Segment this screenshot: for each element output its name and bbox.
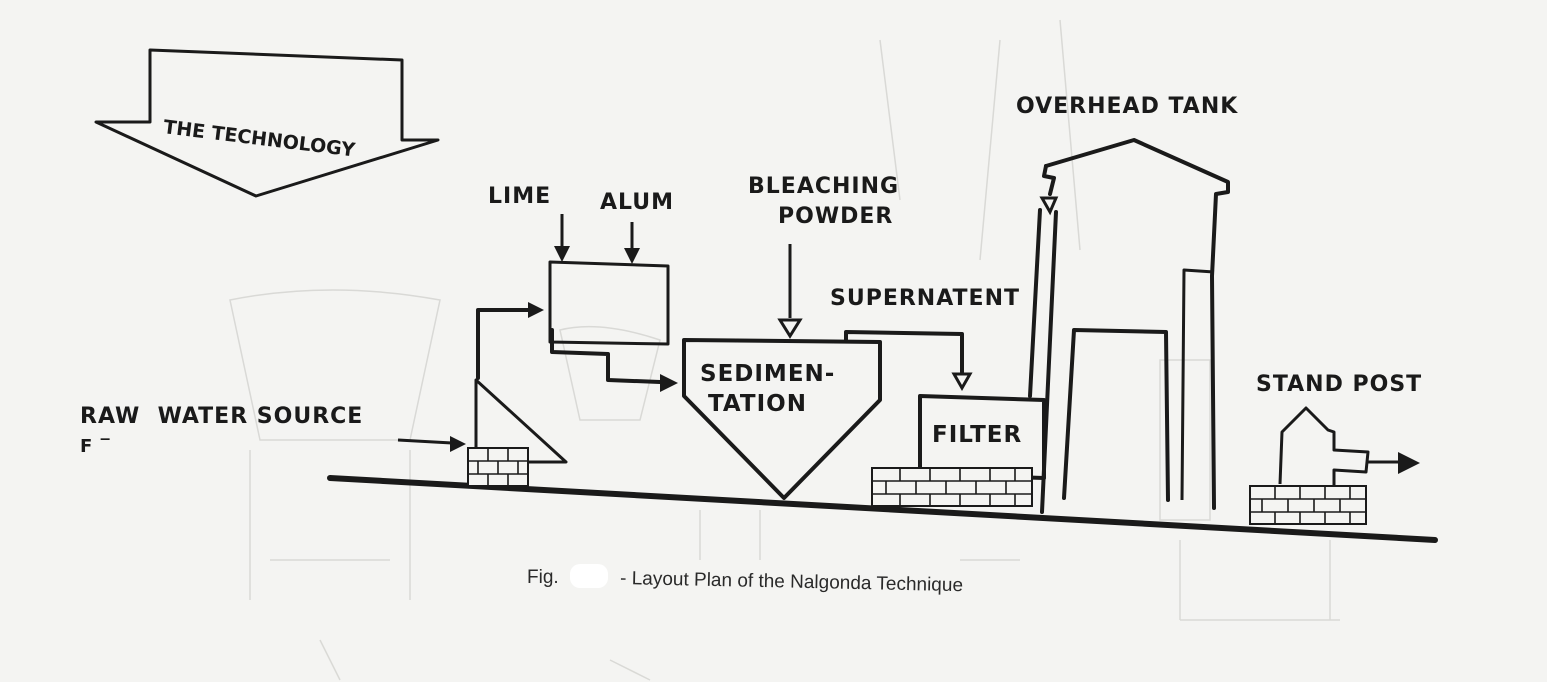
raw-water-sub-label: F ‾	[80, 436, 111, 457]
mixing-tank	[548, 214, 670, 346]
filter-brick-base	[871, 467, 1033, 507]
ground-line	[327, 475, 1438, 543]
stand-post	[1249, 406, 1420, 525]
standpost-brick-base	[1249, 485, 1367, 525]
overhead-tank	[1039, 138, 1230, 510]
bleed-through-background	[229, 19, 1340, 681]
alum-label: ALUM	[600, 190, 674, 215]
filter-unit	[871, 394, 1046, 507]
pipe-supernatent	[844, 330, 964, 374]
raw-water-source-label: RAW WATER SOURCE	[80, 404, 363, 429]
stand-post-label: STAND POST	[1256, 372, 1422, 397]
lime-label: LIME	[488, 184, 551, 209]
bleaching-label-2: POWDER	[778, 204, 893, 229]
bleaching-feed-arrow	[777, 318, 803, 339]
banner-label: THE TECHNOLOGY	[162, 116, 356, 161]
intake-brick-base	[467, 447, 529, 487]
bleaching-label-1: BLEACHING	[748, 174, 899, 199]
sedimentation-label-2: TATION	[708, 391, 807, 417]
caption-redaction-blob	[570, 564, 608, 588]
pipe-arrow-mixer	[528, 302, 544, 318]
supernatent-label: SUPERNATENT	[830, 286, 1020, 311]
caption-fig: Fig.	[527, 567, 559, 588]
pipe-arrow-filter	[951, 372, 973, 392]
pipe-arrow-sedimentation	[660, 374, 678, 392]
tank-inlet-arrow	[1039, 196, 1059, 216]
technology-banner-arrow: THE TECHNOLOGY	[94, 48, 440, 198]
pipe-intake-to-mixer	[476, 308, 530, 380]
raw-water-intake	[397, 378, 568, 487]
sedimentation-label-1: SEDIMEN-	[700, 361, 835, 387]
pipe-mixer-to-sedimentation	[550, 328, 662, 384]
riser-pipe	[1028, 208, 1058, 514]
sedimentation-tank	[682, 338, 882, 500]
filter-label: FILTER	[932, 422, 1022, 448]
overhead-tank-label: OVERHEAD TANK	[1016, 94, 1238, 119]
caption-text: - Layout Plan of the Nalgonda Technique	[620, 568, 963, 596]
